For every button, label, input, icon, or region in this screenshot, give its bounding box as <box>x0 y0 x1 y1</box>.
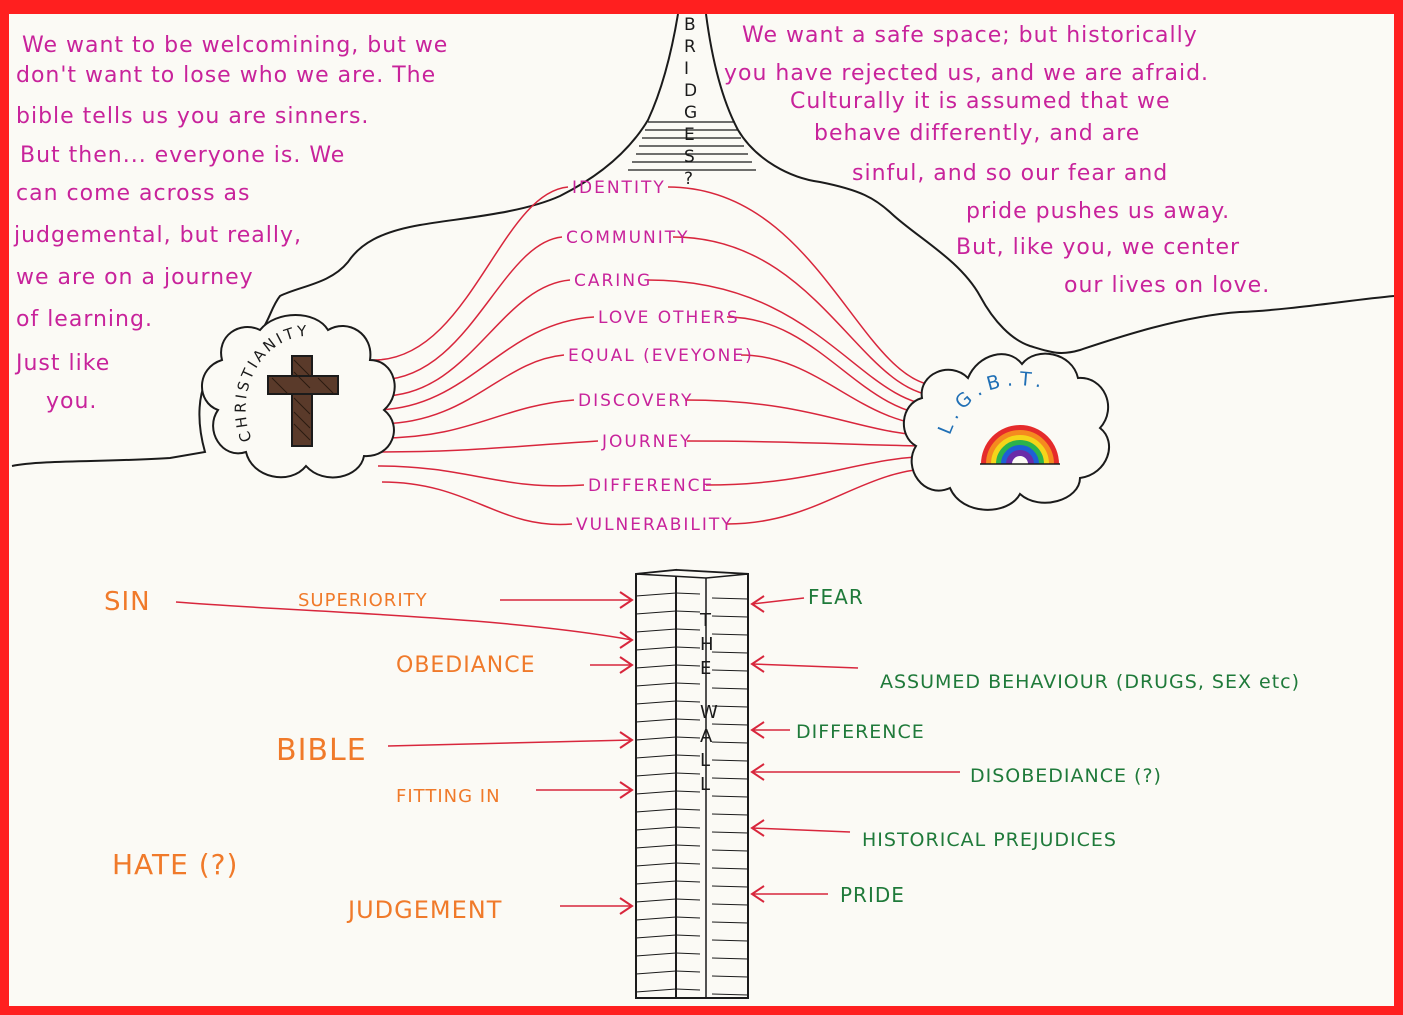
bridge-labels: IDENTITY COMMUNITY CARING LOVE OTHERS EQUAL … <box>566 178 754 535</box>
wall-right-label: DISOBEDIANCE (?) <box>970 765 1162 787</box>
wall-label-letter: W <box>700 702 718 723</box>
wall-label-letter: L <box>700 774 710 795</box>
bridge-label: COMMUNITY <box>566 228 690 248</box>
wall-arrow <box>388 740 632 746</box>
lgbt-cloud: L.G.B.T. <box>904 354 1109 510</box>
left-paragraph-line: can come across as <box>16 181 251 206</box>
bridge-curve <box>374 187 568 360</box>
wall-left-label: FITTING IN <box>396 786 501 807</box>
bridges-label-letter: B <box>684 15 696 35</box>
christianity-cloud: CHRISTIANITY <box>202 315 395 477</box>
bridge-label: DISCOVERY <box>578 391 693 411</box>
wall-left-label: JUDGEMENT <box>346 896 502 924</box>
left-paragraph-line: of learning. <box>16 307 153 332</box>
wall-label-letter: H <box>700 634 714 655</box>
wall-right-label: FEAR <box>808 585 864 609</box>
bridges-label-letter: R <box>684 37 696 57</box>
bridge-curve <box>706 456 940 485</box>
left-paragraph-line: don't want to lose who we are. The <box>16 63 436 88</box>
wall-arrow <box>752 828 850 832</box>
right-paragraph-line: sinful, and so our fear and <box>852 161 1168 186</box>
bridge-curve <box>648 280 940 406</box>
bridge-curve <box>727 468 940 524</box>
right-paragraph-line: Culturally it is assumed that we <box>790 89 1171 114</box>
bridges-label-letter: E <box>684 125 695 145</box>
left-paragraph-line: judgemental, but really, <box>13 223 302 248</box>
bridge-curve <box>727 317 940 416</box>
wall-left-label: OBEDIANCE <box>396 653 536 678</box>
bridge-label: EQUAL (EVEYONE) <box>568 346 754 366</box>
wall-right-side: FEAR ASSUMED BEHAVIOUR (DRUGS, SEX etc) DI… <box>752 585 1300 907</box>
wall-left-label: HATE (?) <box>112 848 238 881</box>
wall-label-letter: L <box>700 750 710 771</box>
bridge-curve <box>382 280 570 396</box>
right-paragraph-line: you have rejected us, and we are afraid. <box>724 61 1209 86</box>
bridge-label: IDENTITY <box>572 178 666 198</box>
wall-left-label: SIN <box>104 587 151 617</box>
wall-label-letter: E <box>700 658 711 679</box>
bridge-curve <box>685 400 940 436</box>
right-paragraph-line: pride pushes us away. <box>966 199 1230 224</box>
bridges-label-letter: D <box>684 81 697 101</box>
bridge-curve <box>382 482 572 525</box>
wall-left-side: SIN SUPERIORITY OBEDIANCE BIBLE FITTING IN HA… <box>104 587 632 924</box>
right-paragraph-line: We want a safe space; but historically <box>742 23 1198 48</box>
bridge-curve <box>378 355 564 424</box>
left-paragraph-line: you. <box>46 389 97 414</box>
bridge-label: VULNERABILITY <box>576 515 734 535</box>
bridge-curve <box>374 441 598 452</box>
bridge-label: LOVE OTHERS <box>598 308 740 328</box>
right-paragraph-line: But, like you, we center <box>956 235 1240 260</box>
bridge-curve <box>374 317 594 410</box>
bridges-label-letter: I <box>684 59 689 79</box>
bridges-label-letter: G <box>684 103 697 123</box>
arrowhead <box>620 632 632 648</box>
right-paragraph-line: behave differently, and are <box>814 121 1140 146</box>
wall-arrow <box>752 664 858 668</box>
left-paragraph-line: But then... everyone is. We <box>20 143 345 168</box>
bridge-label: CARING <box>574 271 652 291</box>
bridge-label: JOURNEY <box>601 432 693 452</box>
bridge-curve <box>378 237 562 380</box>
wall-left-label: SUPERIORITY <box>298 590 428 611</box>
wall-right-label: PRIDE <box>840 883 905 907</box>
wall-label-letter: T <box>699 610 712 631</box>
right-paragraph-line: our lives on love. <box>1064 273 1270 298</box>
bridge-curve <box>687 441 940 446</box>
bridge-label: DIFFERENCE <box>588 476 714 496</box>
wall-label-letter: A <box>700 726 713 747</box>
wall-left-label: BIBLE <box>276 733 367 768</box>
left-paragraph-line: We want to be welcomining, but we <box>22 33 448 58</box>
wall-right-label: DIFFERENCE <box>796 721 925 743</box>
wall-right-label: HISTORICAL PREJUDICES <box>862 829 1117 851</box>
left-paragraph-line: we are on a journey <box>16 265 254 290</box>
left-paragraph-line: bible tells us you are sinners. <box>16 104 369 129</box>
left-paragraph-line: Just like <box>14 351 110 376</box>
wall-right-label: ASSUMED BEHAVIOUR (DRUGS, SEX etc) <box>880 671 1300 693</box>
bridges-label-letter: S <box>684 147 695 167</box>
bridges-label-letter: ? <box>684 169 693 189</box>
